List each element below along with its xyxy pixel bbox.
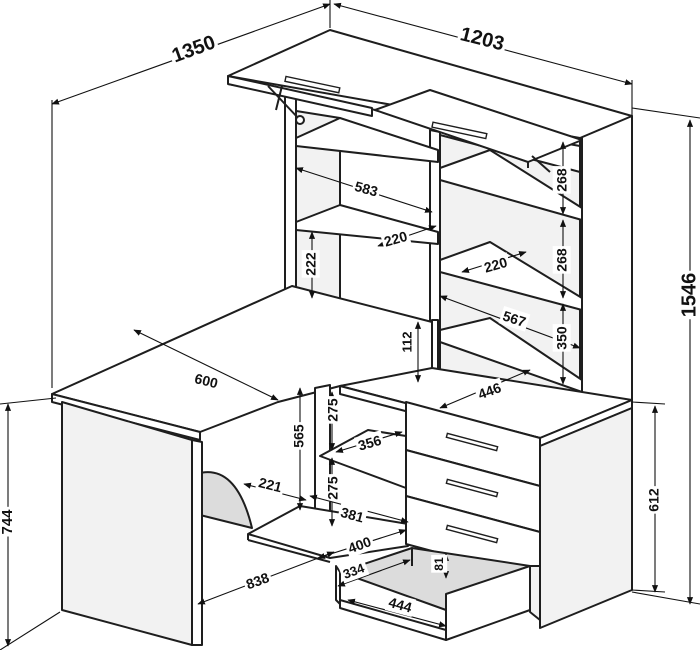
dimension-label-bg xyxy=(289,422,308,450)
dimension-label-desk-top-depth: 600 xyxy=(193,370,220,391)
dimension-label-bg xyxy=(644,486,663,514)
dimension-label-bg xyxy=(254,472,286,497)
dimension-label-shelf-depth-right: 220 xyxy=(482,254,509,276)
dimension-label-bg xyxy=(398,329,416,355)
dimension-label-bg xyxy=(473,377,506,404)
dimension-label-inner-shelf-depth: 356 xyxy=(356,432,383,454)
dimension-label-shelf-gap-left: 222 xyxy=(303,252,319,276)
dimension-label-bg xyxy=(384,592,417,618)
dimension-label-bg xyxy=(190,368,222,393)
dimension-label-drawer-depth: 334 xyxy=(341,560,367,582)
dimension-label-bg xyxy=(350,176,383,202)
dimension-label-bg xyxy=(552,166,571,194)
dimension-line-drawer-depth xyxy=(337,559,411,587)
dimension-label-overall-width: 1203 xyxy=(458,23,507,55)
dimension-label-bg xyxy=(354,430,386,456)
dimension-label-bg xyxy=(323,396,342,424)
dimension-label-keyboard-length: 400 xyxy=(346,533,374,556)
desk-front-leg xyxy=(191,439,203,646)
lift-door-right xyxy=(374,89,583,163)
dimension-label-cabinet-top-depth: 446 xyxy=(476,379,504,402)
dimension-label-inner-height-upper: 275 xyxy=(325,398,341,422)
dimension-label-bg xyxy=(431,555,448,573)
dimension-line-desk-top-depth xyxy=(133,329,279,401)
dimension-label-cabinet-height: 612 xyxy=(646,488,662,512)
dimension-label-overall-height: 1546 xyxy=(678,273,700,318)
dimension-label-desk-height: 744 xyxy=(0,509,16,535)
dimension-label-shelf-width-left: 583 xyxy=(353,178,380,200)
dimension-label-keyboard-width: 381 xyxy=(339,504,366,526)
desk-top-edge xyxy=(51,393,201,441)
dimension-label-bg xyxy=(343,531,376,558)
hutch-right-side xyxy=(579,115,633,415)
dimension-label-drawer-width: 444 xyxy=(387,594,414,616)
drawer-handle-2 xyxy=(445,478,499,498)
dimension-label-bg xyxy=(380,226,412,252)
shelf-right-top xyxy=(439,149,583,221)
keyboard-tray xyxy=(247,505,409,559)
leg-arch-cutout xyxy=(195,471,253,529)
dimension-label-bg xyxy=(0,506,17,537)
dimension-label-shelf-depth-left: 220 xyxy=(382,228,409,250)
desk-left-leg xyxy=(61,401,193,646)
dimension-label-bg xyxy=(166,29,221,69)
dimension-label-inner-height-lower: 275 xyxy=(325,476,341,500)
cabinet-side xyxy=(539,407,633,629)
hutch-left-side xyxy=(284,94,297,301)
dimension-label-shelf-gap-mid-right: 268 xyxy=(554,248,570,272)
dimension-label-drawer-height: 81 xyxy=(432,557,446,571)
dimension-label-inner-height-left: 565 xyxy=(291,424,307,448)
dimension-label-bg xyxy=(455,21,509,57)
dimension-label-bg xyxy=(338,558,370,584)
dimension-label-shelf-gap-top-right: 268 xyxy=(554,168,570,192)
drawer-handle-3 xyxy=(445,524,499,544)
dimension-label-keyboard-depth: 221 xyxy=(257,474,284,495)
dimension-label-bg xyxy=(480,252,512,278)
drawer-handle-1 xyxy=(445,432,499,452)
dimension-label-bg xyxy=(677,270,700,320)
dimension-label-hutch-leg-gap: 112 xyxy=(399,332,414,353)
dimension-label-bg xyxy=(498,305,531,332)
dimension-label-shelf-width-right: 567 xyxy=(501,308,528,331)
dimension-label-bg xyxy=(241,567,274,594)
dimension-label-bg xyxy=(552,324,571,352)
dimension-label-desk-length: 838 xyxy=(244,569,272,592)
gas-strut-right xyxy=(531,155,551,173)
dimension-label-bg xyxy=(336,502,369,528)
dimension-label-bg xyxy=(301,250,320,278)
dimension-label-bg xyxy=(323,474,342,502)
shelf-left-top xyxy=(295,117,439,163)
dimension-label-bg xyxy=(552,246,571,274)
door-handle-right xyxy=(431,121,488,140)
dimension-label-shelf-gap-low-right: 350 xyxy=(554,326,570,350)
